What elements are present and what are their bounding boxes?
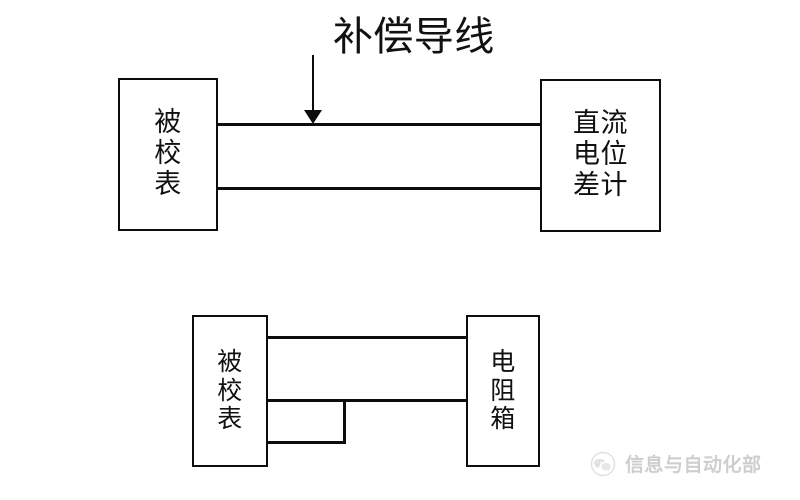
block-label-line: 电 xyxy=(490,347,516,377)
wire-bottom-jumper-link xyxy=(343,399,346,444)
wire-top-upper-lead xyxy=(216,123,542,126)
block-dc-potentiometer: 直流 电位 差计 xyxy=(540,79,661,232)
watermark-text: 信息与自动化部 xyxy=(625,454,762,476)
block-label-line: 差计 xyxy=(572,169,629,201)
block-label-line: 表 xyxy=(217,404,243,434)
block-label-line: 被 xyxy=(217,347,243,377)
wire-bottom-upper-lead xyxy=(266,336,468,339)
block-label-line: 阻 xyxy=(490,375,516,405)
caption-compensation-wire: 补偿导线 xyxy=(333,14,495,60)
block-label-line: 校 xyxy=(217,375,243,405)
block-tested-meter-top: 被 校 表 xyxy=(118,78,218,231)
block-resistance-box: 电 阻 箱 xyxy=(466,315,540,467)
wire-top-lower-lead xyxy=(216,187,542,190)
block-label-line: 直流 xyxy=(572,108,629,140)
block-label-line: 电位 xyxy=(572,139,629,171)
block-label-line: 箱 xyxy=(490,404,516,434)
watermark: 信息与自动化部 xyxy=(590,450,762,477)
down-arrow-icon-head xyxy=(304,110,322,124)
down-arrow-icon-shaft xyxy=(312,55,314,112)
block-tested-meter-bottom: 被 校 表 xyxy=(192,315,268,467)
block-label-line: 被 xyxy=(154,107,182,139)
wire-bottom-middle-lead xyxy=(266,399,468,402)
block-label-line: 校 xyxy=(154,138,182,170)
block-label-line: 表 xyxy=(154,168,182,200)
wechat-circle-logo-icon xyxy=(590,451,616,477)
wire-bottom-lower-stub xyxy=(266,441,346,444)
